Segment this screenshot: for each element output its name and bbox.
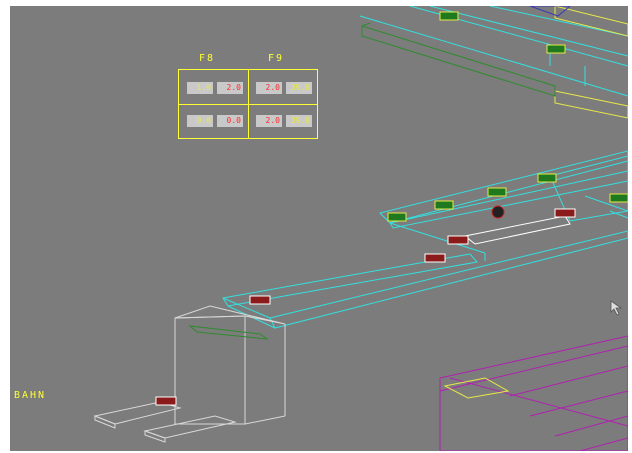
cart bbox=[434, 200, 454, 210]
f8-value-a-row1: 1.0 bbox=[187, 82, 213, 94]
cart bbox=[387, 212, 407, 222]
upper-conveyor-grid bbox=[359, 6, 628, 97]
cart bbox=[537, 173, 557, 183]
cart bbox=[447, 235, 469, 245]
cart bbox=[487, 187, 507, 197]
cart bbox=[249, 295, 271, 305]
cart bbox=[554, 208, 576, 218]
upper-blue-conveyor bbox=[529, 6, 571, 17]
track-label: BAHN bbox=[14, 390, 47, 401]
f8-f9-value-panel: 1.0 2.0 2.0 39.0 0.0 0.0 2.0 39.0 bbox=[178, 69, 318, 139]
cart bbox=[546, 44, 566, 54]
f9-value-b-row2: 39.0 bbox=[286, 115, 312, 127]
panel-divider bbox=[179, 104, 317, 105]
f9-label: F9 bbox=[268, 53, 285, 64]
station-rail bbox=[188, 325, 269, 340]
f8-value-b-row2: 0.0 bbox=[217, 115, 243, 127]
green-rail bbox=[361, 22, 556, 97]
f8-label: F8 bbox=[199, 53, 216, 64]
white-platform bbox=[463, 215, 571, 245]
upper-yellow-conveyor bbox=[554, 6, 628, 119]
cart bbox=[439, 11, 459, 21]
cart bbox=[424, 253, 446, 263]
cart bbox=[609, 193, 628, 203]
plant-3d-scene bbox=[93, 6, 628, 451]
f8-value-b-row1: 2.0 bbox=[217, 82, 243, 94]
simulation-viewport[interactable]: F8 F9 1.0 2.0 2.0 39.0 0.0 0.0 2.0 39.0 … bbox=[10, 6, 628, 451]
cart-row-top bbox=[155, 11, 628, 406]
pointer-cursor-icon bbox=[610, 300, 623, 316]
storage-area bbox=[439, 335, 628, 451]
robot-marker bbox=[491, 205, 505, 219]
f9-value-a-row2: 2.0 bbox=[256, 115, 282, 127]
storage-marker bbox=[443, 377, 510, 399]
loading-station bbox=[93, 305, 286, 443]
f8-value-a-row2: 0.0 bbox=[187, 115, 213, 127]
f9-value-b-row1: 39.0 bbox=[286, 82, 312, 94]
f9-value-a-row1: 2.0 bbox=[256, 82, 282, 94]
cart bbox=[155, 396, 177, 406]
main-conveyor bbox=[222, 150, 628, 329]
